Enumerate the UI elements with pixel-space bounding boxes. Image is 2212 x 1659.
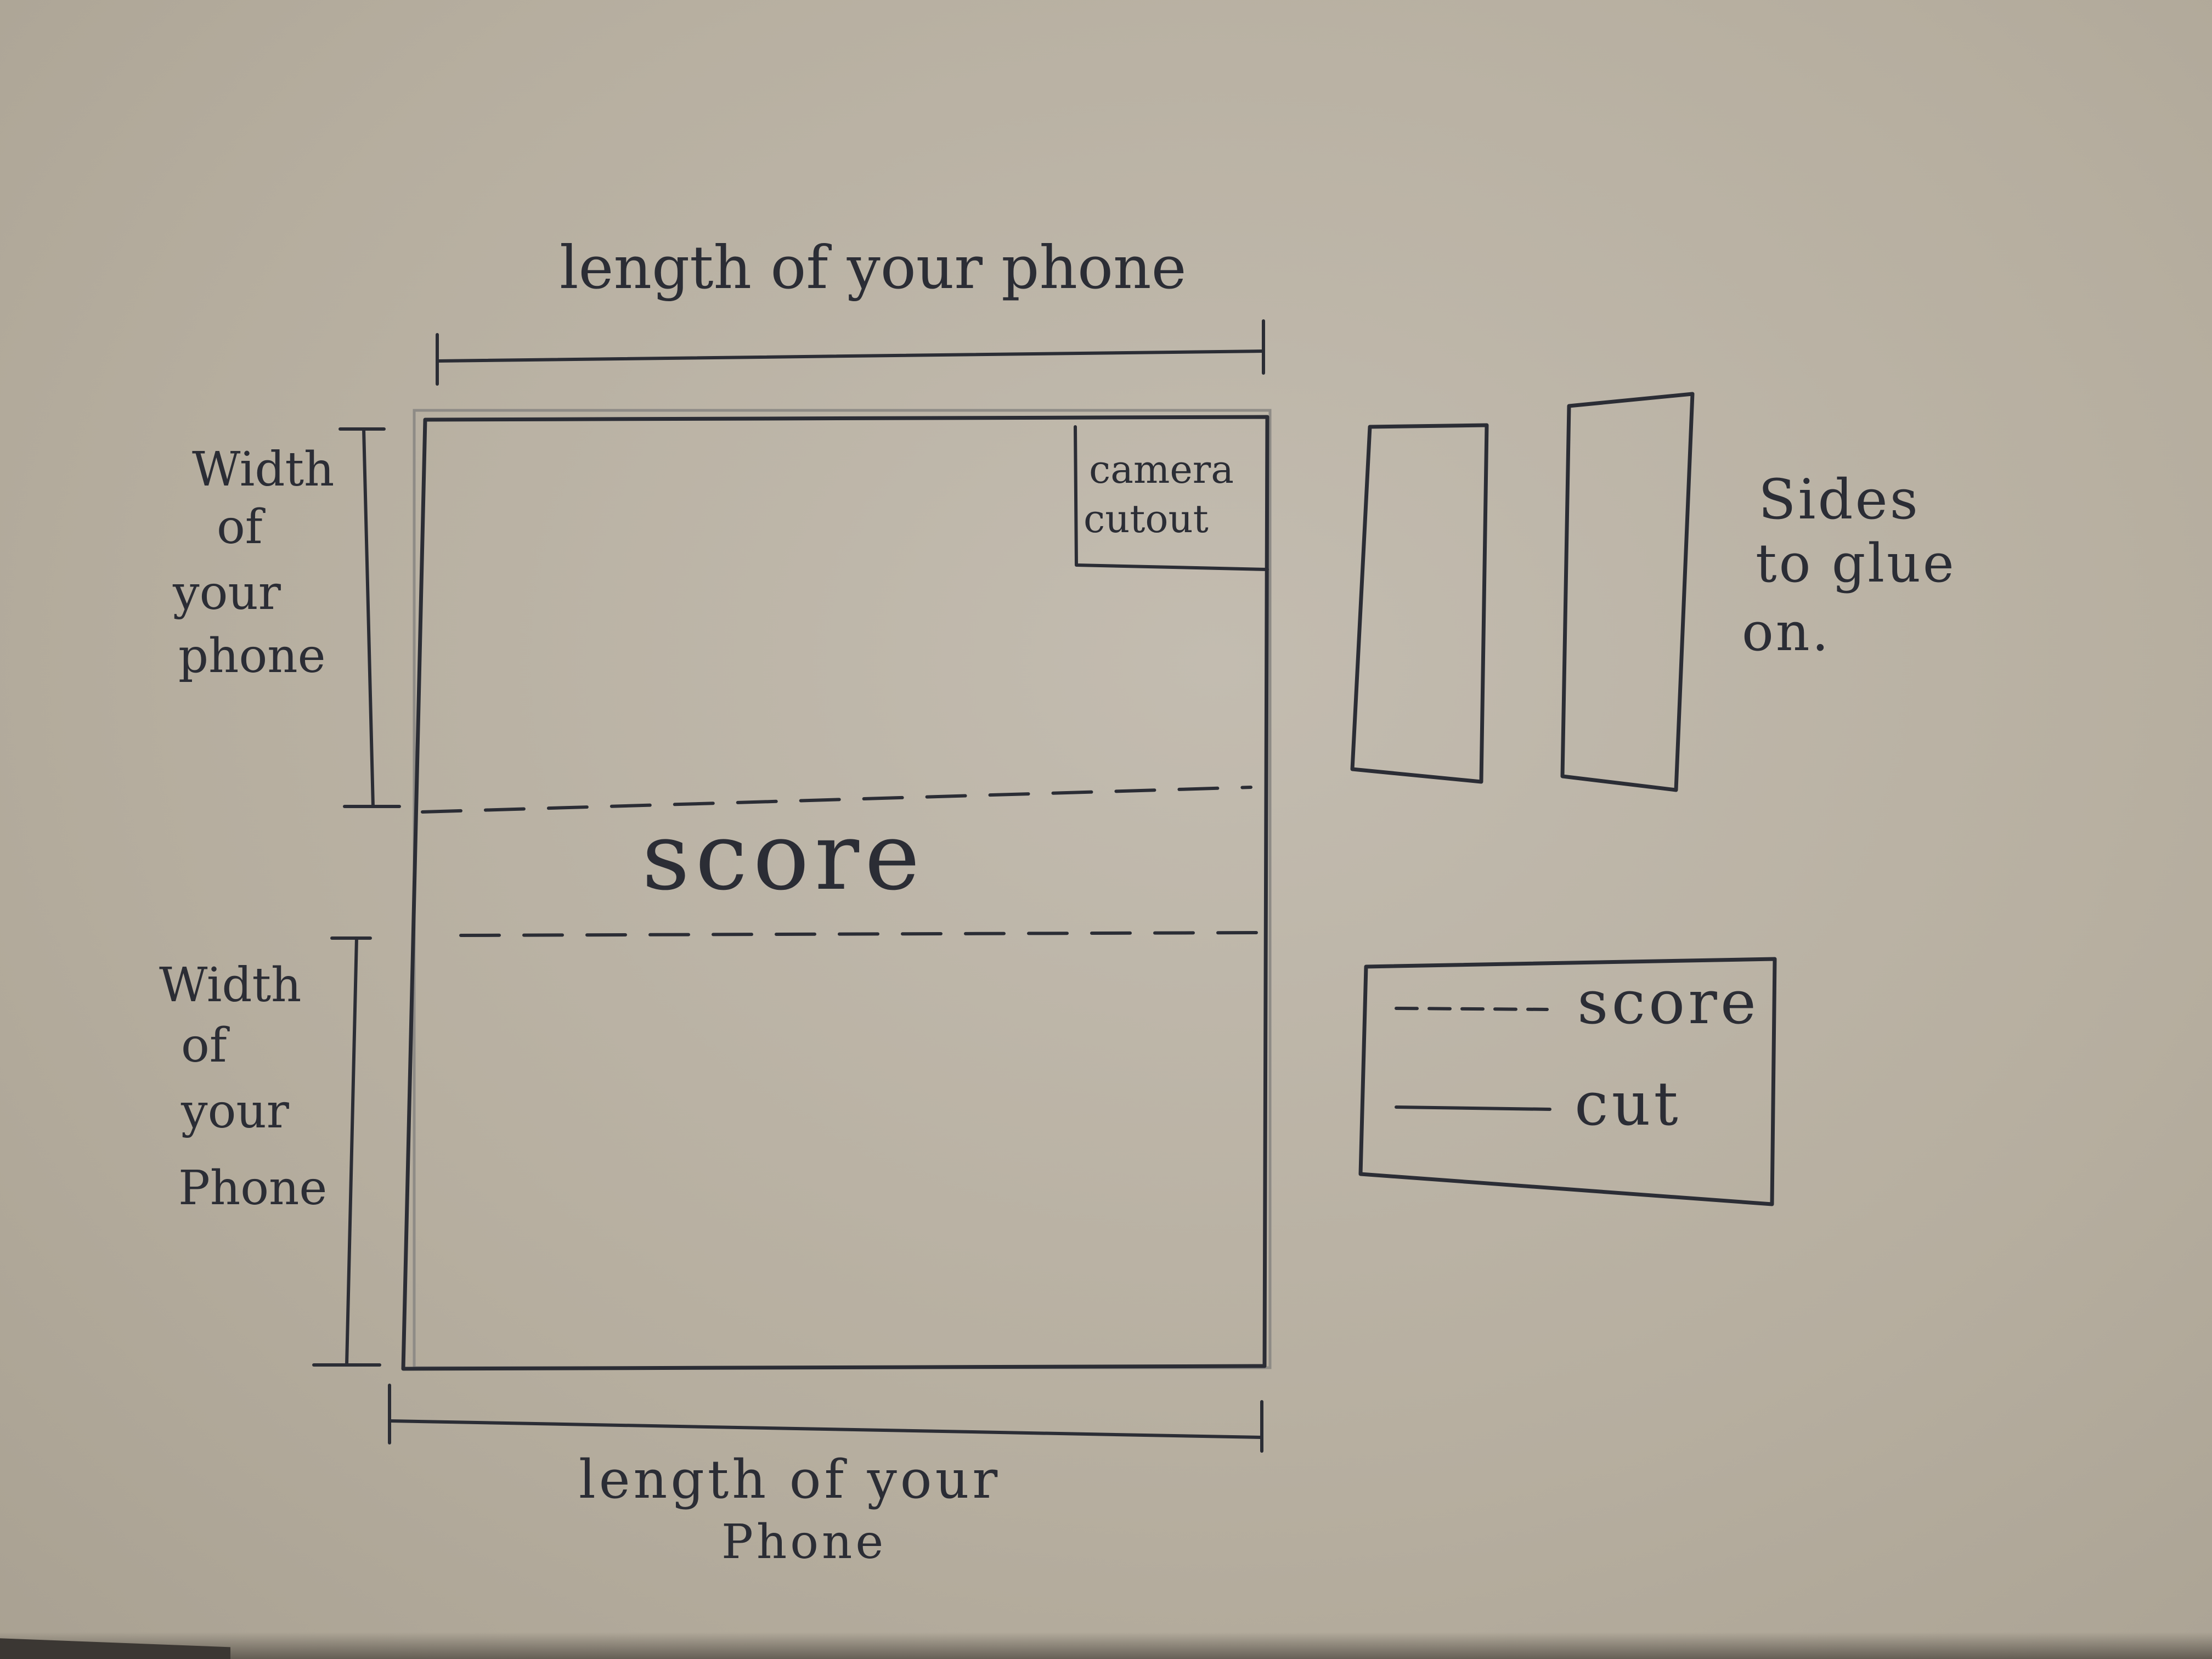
top-length-dimension xyxy=(436,319,1265,386)
bottom-length-label-line1: length of your xyxy=(579,1449,1001,1510)
bottom-length-label-line2: Phone xyxy=(721,1515,887,1570)
side-piece-right xyxy=(1560,392,1695,792)
left-upper-width-word3: your xyxy=(172,566,281,620)
bottom-length-dimension xyxy=(388,1384,1263,1453)
camera-cutout-label-line1: camera xyxy=(1089,447,1234,492)
sides-label-line2: to glue xyxy=(1756,533,1956,594)
legend-score-label: score xyxy=(1577,967,1759,1037)
legend-cut-label: cut xyxy=(1575,1069,1681,1139)
side-piece-left xyxy=(1350,423,1489,784)
left-lower-width-dimension xyxy=(312,936,381,1367)
left-upper-width-word2: of xyxy=(217,500,266,555)
left-lower-width-word4: Phone xyxy=(178,1161,327,1216)
legend-cut-line xyxy=(1395,1105,1551,1111)
left-upper-width-word1: Width xyxy=(192,442,334,497)
left-upper-width-dimension xyxy=(338,427,401,808)
top-length-label: length of your phone xyxy=(560,234,1187,302)
sides-label-line3: on. xyxy=(1742,601,1831,663)
camera-cutout-box xyxy=(1074,425,1269,571)
left-upper-width-word4: phone xyxy=(178,629,326,684)
legend-score-line xyxy=(1395,1007,1549,1011)
left-lower-width-word3: your xyxy=(180,1084,290,1139)
left-lower-width-word2: of xyxy=(181,1018,230,1073)
main-template-outline xyxy=(401,409,1272,1371)
camera-cutout-label-line2: cutout xyxy=(1084,496,1209,541)
left-lower-width-word1: Width xyxy=(159,958,301,1013)
table-edge-shadow xyxy=(0,1632,2212,1659)
legend-box xyxy=(1358,957,1777,1206)
sides-label-line1: Sides xyxy=(1758,467,1920,532)
score-center-label: score xyxy=(642,803,926,911)
score-fold-lines xyxy=(421,786,1258,937)
